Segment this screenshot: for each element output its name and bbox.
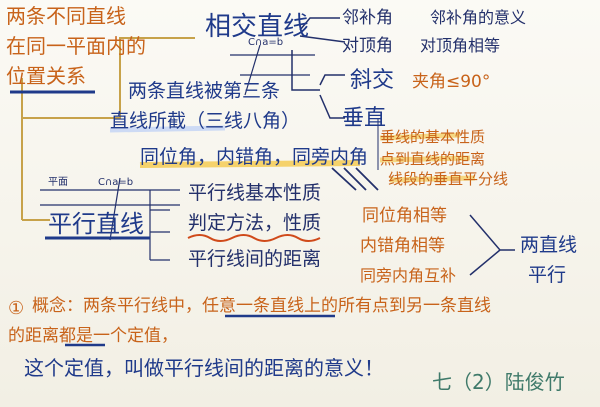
parallel-diagram-label-2: C∩a=b	[98, 177, 134, 188]
concept-line-1: 概念：两条平行线中，任意一条直线上的所有点到另一条直线	[32, 296, 491, 316]
parallel-distance: 平行线间的距离	[188, 248, 322, 270]
parallel-basic-property: 平行线基本性质	[188, 182, 322, 204]
property-corresponding: 同位角相等	[362, 206, 447, 226]
three-line-cut-1: 两条直线被第三条	[128, 80, 281, 102]
conclusion-line-2: 平行	[528, 264, 567, 286]
intersect-diagram-label: C∩a=b	[248, 37, 284, 48]
perp-note-3: 线段的垂直平分线	[388, 170, 509, 188]
topic-line-3: 位置关系	[6, 64, 86, 88]
parallel-title: 平行直线	[48, 210, 144, 238]
oblique-note: 夹角≤90°	[412, 72, 491, 92]
angle-types: 同位角，内错角，同旁内角	[140, 146, 369, 168]
perp-note-1: 垂线的基本性质	[380, 128, 486, 146]
concept-line-3: 这个定值，叫做平行线间的距离的意义！	[24, 356, 384, 380]
vertical-angle-note: 对顶角相等	[420, 36, 501, 55]
property-same-side: 同旁内角互补	[360, 266, 457, 285]
property-alternate: 内错角相等	[360, 236, 445, 256]
adjacent-angle-note: 邻补角的意义	[430, 8, 527, 27]
oblique-label: 斜交	[350, 68, 395, 93]
vertical-angle: 对顶角	[342, 36, 393, 56]
perpendicular-label: 垂直	[342, 106, 387, 131]
topic-line-2: 在同一平面内的	[6, 34, 146, 58]
parallel-method: 判定方法，性质	[188, 212, 322, 234]
parallel-diagram-label-1: 平面	[48, 177, 68, 188]
concept-number: ①	[8, 298, 25, 319]
adjacent-angle: 邻补角	[342, 8, 393, 28]
conclusion-line-1: 两直线	[520, 234, 578, 256]
three-line-cut-2: 直线所截（三线八角）	[110, 110, 301, 132]
concept-line-2: 的距离都是一个定值，	[8, 326, 178, 346]
intersect-title: 相交直线	[205, 12, 310, 42]
perp-note-2: 点到直线的距离	[380, 150, 486, 168]
topic-line-1: 两条不同直线	[6, 4, 126, 28]
author-signature: 七（2）陆俊竹	[432, 370, 565, 394]
